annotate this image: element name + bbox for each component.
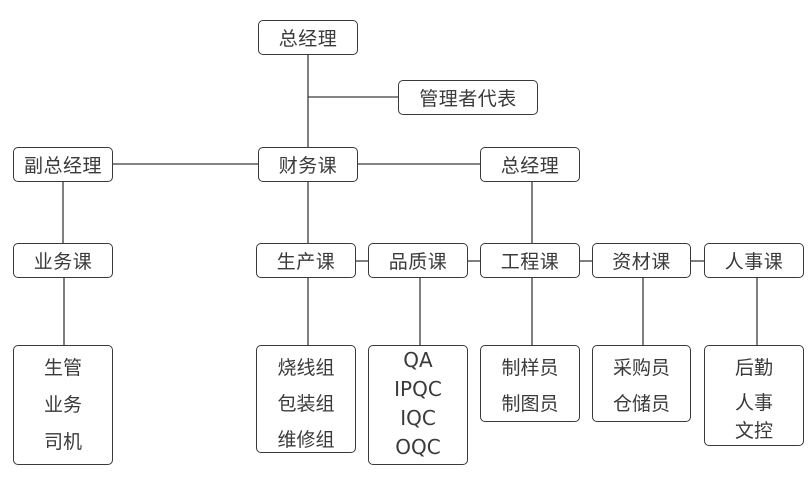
leaf-item: IPQC bbox=[394, 377, 442, 401]
leaf-engineering-roles: 制样员 制图员 bbox=[480, 345, 580, 422]
leaf-item: 司机 bbox=[43, 431, 82, 453]
leaf-quality-roles: QA IPQC IQC OQC bbox=[368, 345, 468, 465]
leaf-item: 制样员 bbox=[501, 357, 559, 379]
leaf-item: 制图员 bbox=[501, 393, 559, 415]
leaf-production-roles: 烧线组 包装组 维修组 bbox=[256, 345, 356, 453]
node-management-representative: 管理者代表 bbox=[398, 80, 538, 115]
node-engineering-dept: 工程课 bbox=[480, 243, 580, 278]
leaf-item: 业务 bbox=[43, 394, 82, 416]
node-materials-dept: 资材课 bbox=[592, 243, 691, 278]
node-quality-dept: 品质课 bbox=[368, 243, 468, 278]
leaf-item: 人事 bbox=[734, 392, 773, 414]
leaf-item: OQC bbox=[395, 435, 441, 459]
leaf-sales-roles: 生管 业务 司机 bbox=[13, 345, 113, 465]
leaf-item: 生管 bbox=[43, 357, 82, 379]
leaf-item: 烧线组 bbox=[277, 357, 335, 379]
leaf-item: 仓储员 bbox=[612, 393, 670, 415]
leaf-item: IQC bbox=[400, 406, 436, 430]
node-finance-dept: 财务课 bbox=[258, 147, 358, 182]
node-hr-dept: 人事课 bbox=[704, 243, 804, 278]
leaf-item: QA bbox=[403, 348, 433, 372]
leaf-materials-roles: 采购员 仓储员 bbox=[592, 345, 691, 422]
node-general-manager: 总经理 bbox=[258, 20, 358, 55]
node-production-dept: 生产课 bbox=[256, 243, 356, 278]
leaf-item: 采购员 bbox=[612, 357, 670, 379]
leaf-item: 包装组 bbox=[277, 393, 335, 415]
leaf-hr-roles: 后勤 人事 文控 bbox=[704, 345, 804, 446]
leaf-item: 文控 bbox=[734, 420, 773, 442]
leaf-item: 维修组 bbox=[277, 429, 335, 451]
node-general-manager-right: 总经理 bbox=[480, 147, 580, 182]
node-sales-dept: 业务课 bbox=[13, 243, 113, 278]
node-deputy-general-manager: 副总经理 bbox=[13, 147, 113, 182]
leaf-item: 后勤 bbox=[734, 357, 773, 379]
